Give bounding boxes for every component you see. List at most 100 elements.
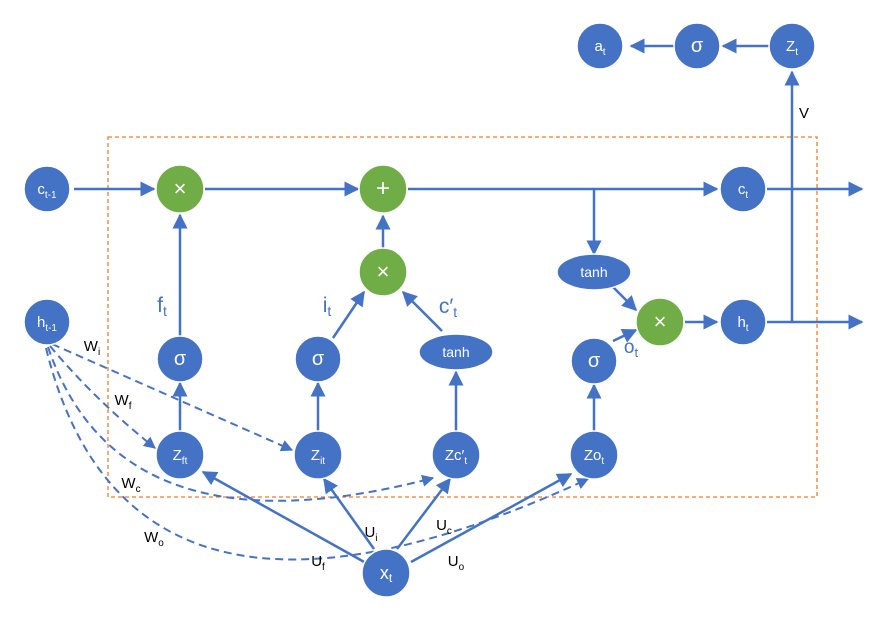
node-tanh-c-label: tanh: [442, 344, 469, 360]
node-a-t-label-main: a: [594, 38, 603, 55]
node-z-t-label-sub: t: [795, 47, 798, 58]
node-c-prev-shape: [23, 165, 71, 213]
edge-xt-zi: [322, 477, 376, 550]
node-z-t-shape: [768, 22, 816, 70]
weight-label-wc-sub: c: [136, 484, 141, 495]
node-sigma-o: σ: [570, 337, 618, 385]
edge-sigmao-mult: [612, 328, 638, 343]
weight-label-wc-main: W: [121, 475, 136, 492]
weight-label-wi: Wi: [84, 338, 100, 358]
gate-label-f-t-main: f: [157, 294, 163, 317]
gate-label-i-t-main: i: [323, 294, 328, 317]
node-z-f-label: Zft: [173, 447, 188, 467]
edge-xt-zf: [201, 470, 367, 565]
node-z-t: Zt: [768, 22, 816, 70]
gate-label-c-prime-t-main: c′: [439, 295, 454, 318]
node-c-prev: ct-1: [23, 165, 71, 213]
gate-label-o-t-main: o: [624, 337, 635, 358]
node-sigma-f: σ: [156, 335, 204, 383]
weight-label-wi-sub: i: [98, 347, 100, 358]
node-sigma-top-label-main: σ: [691, 35, 704, 57]
node-z-o: Zot: [569, 430, 619, 480]
node-tanh-out-shape: [556, 253, 632, 291]
node-sigma-top-shape: [673, 22, 721, 70]
node-a-t: at: [576, 22, 624, 70]
node-z-o-label: Zot: [584, 447, 605, 467]
node-c-prev-label-main: c: [37, 181, 45, 198]
node-h-t: ht: [719, 298, 767, 346]
node-mult-forget-label-main: ×: [174, 176, 187, 201]
node-z-f-shape: [155, 430, 205, 480]
gate-label-f-t: ft: [157, 294, 167, 319]
weight-label-wo-main: W: [144, 529, 159, 546]
node-a-t-label-sub: t: [603, 47, 606, 58]
node-h-t-shape: [719, 298, 767, 346]
node-mult-output-shape: [635, 297, 685, 347]
node-sigma-top: σ: [673, 22, 721, 70]
node-h-prev-shape: [23, 298, 71, 346]
node-c-t-label-main: c: [738, 181, 746, 198]
gate-label-c-prime-t: c′t: [439, 295, 457, 320]
node-x-t-shape: [361, 548, 411, 598]
node-x-t-label: xt: [380, 563, 393, 585]
node-mult-output-label: ×: [654, 309, 667, 334]
weight-label-ui-main: U: [364, 524, 375, 541]
weight-label-uo-sub: o: [459, 562, 465, 573]
node-z-i: Zit: [293, 430, 343, 480]
node-sigma-top-label: σ: [691, 35, 704, 57]
node-sigma-o-label-main: σ: [588, 350, 601, 372]
connections: [74, 38, 864, 565]
node-z-c-label-main: Zc′: [445, 447, 465, 464]
recurrent-connections: [45, 343, 590, 561]
weight-label-ui-sub: i: [375, 533, 377, 544]
node-sigma-o-label: σ: [588, 350, 601, 372]
node-h-prev: ht-1: [23, 298, 71, 346]
edge-sigmai-multi: [331, 290, 366, 339]
edge-hprev-zc: [47, 346, 435, 502]
gate-label-i-t-sub: t: [327, 303, 331, 319]
edge-xt-zc: [396, 477, 451, 550]
node-x-t: xt: [361, 548, 411, 598]
weight-label-uo-main: U: [448, 553, 459, 570]
node-z-i-label: Zit: [311, 447, 325, 467]
node-sigma-i-label: σ: [312, 348, 325, 370]
edge-tanh-mult: [612, 286, 638, 312]
node-a-t-shape: [576, 22, 624, 70]
edge-hprev-zi: [51, 343, 294, 452]
node-tanh-c-shape: [418, 333, 494, 371]
weight-label-uf-sub: f: [322, 562, 325, 573]
node-plus-cell-label-main: +: [376, 175, 390, 202]
node-mult-forget-shape: [155, 164, 205, 214]
node-z-o-shape: [569, 430, 619, 480]
node-z-o-label-main: Zo: [584, 447, 602, 464]
lstm-cell-frame: [107, 136, 818, 498]
node-z-t-label: Zt: [786, 38, 798, 58]
gate-label-o-t-sub: t: [634, 345, 638, 360]
node-h-t-label-sub: t: [746, 323, 749, 334]
node-z-t-label-main: Z: [786, 38, 795, 55]
gate-label-f-t-sub: t: [163, 303, 167, 319]
node-tanh-c-label-main: tanh: [442, 344, 469, 360]
node-c-t-label: ct: [738, 181, 749, 201]
node-z-c-label-sub: t: [464, 456, 467, 467]
node-mult-forget-label: ×: [174, 176, 187, 201]
edge-hprev-zf: [49, 345, 156, 449]
node-x-t-label-main: x: [380, 563, 389, 583]
node-tanh-out: tanh: [556, 253, 632, 291]
node-z-f-label-main: Z: [173, 447, 182, 464]
node-c-prev-label-sub: t-1: [45, 190, 57, 201]
node-sigma-i-shape: [294, 335, 342, 383]
node-c-t-label-sub: t: [745, 190, 748, 201]
weight-label-uf-main: U: [311, 553, 322, 570]
node-z-f-label-sub: ft: [182, 456, 188, 467]
node-tanh-c: tanh: [418, 333, 494, 371]
node-z-f: Zft: [155, 430, 205, 480]
gate-label-c-prime-t-sub: t: [453, 304, 457, 320]
node-tanh-out-label: tanh: [580, 264, 607, 280]
node-plus-cell-shape: [358, 164, 408, 214]
node-c-prev-label: ct-1: [37, 181, 57, 201]
weight-label-uc-main: U: [436, 517, 447, 534]
node-tanh-out-label-main: tanh: [580, 264, 607, 280]
node-h-prev-label-sub: t-1: [45, 323, 57, 334]
node-h-t-label: ht: [737, 314, 748, 334]
